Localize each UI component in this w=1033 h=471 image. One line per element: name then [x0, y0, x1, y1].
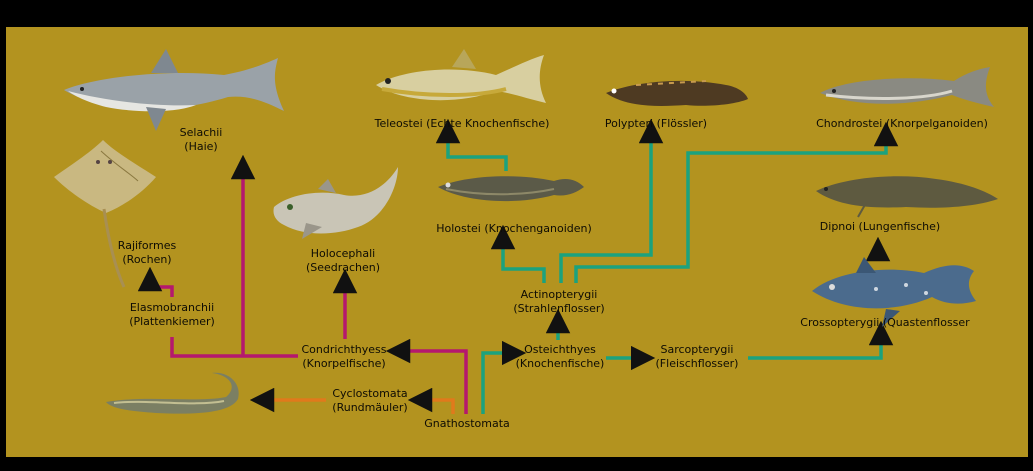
node-elasmobranchii: Elasmobranchii (Plattenkiemer) — [122, 301, 222, 329]
link-actinopterygii-polypteri — [561, 131, 651, 283]
teleostei-name: Teleostei (Echte Knochenfische) — [367, 117, 557, 131]
sarcopterygii-common: (Fleischflosser) — [647, 357, 747, 371]
node-holocephali: Holocephali (Seedrachen) — [298, 247, 388, 275]
node-osteichthyes: Osteichthyes (Knochenfische) — [512, 343, 608, 371]
holocephali-common: (Seedrachen) — [298, 261, 388, 275]
link-actinopterygii-chondrostei — [576, 134, 886, 283]
cyclostomata-common: (Rundmäuler) — [322, 401, 418, 415]
condrichthyes-name: Condrichthyess — [294, 343, 394, 357]
node-actinopterygii: Actinopterygii (Strahlenflosser) — [509, 288, 609, 316]
selachii-name: Selachii — [166, 126, 236, 140]
link-gnathostomata-osteichthyes — [483, 353, 514, 414]
holocephali-name: Holocephali — [298, 247, 388, 261]
osteichthyes-branch — [448, 131, 886, 414]
node-teleostei: Teleostei (Echte Knochenfische) — [367, 117, 557, 131]
link-holostei-teleostei — [448, 131, 506, 171]
node-condrichthyes: Condrichthyess (Knorpelfische) — [294, 343, 394, 371]
node-sarcopterygii: Sarcopterygii (Fleischflosser) — [647, 343, 747, 371]
node-cyclostomata: Cyclostomata (Rundmäuler) — [322, 387, 418, 415]
gnathostomata-name: Gnathostomata — [417, 417, 517, 431]
cyclostomata-name: Cyclostomata — [322, 387, 418, 401]
node-rajiformes: Rajiformes (Rochen) — [107, 239, 187, 267]
osteichthyes-name: Osteichthyes — [512, 343, 608, 357]
elasmobranchii-name: Elasmobranchii — [122, 301, 222, 315]
node-gnathostomata: Gnathostomata — [417, 417, 517, 431]
actinopterygii-common: (Strahlenflosser) — [509, 302, 609, 316]
osteichthyes-common: (Knochenfische) — [512, 357, 608, 371]
link-elasmobranchii-rajiformes — [150, 279, 172, 297]
elasmobranchii-common: (Plattenkiemer) — [122, 315, 222, 329]
holostei-name: Holostei (Knochenganoiden) — [430, 222, 598, 236]
node-crossopterygii: Crossopterygii (Quastenflosser — [796, 316, 974, 330]
phylogeny-panel: Selachii (Haie) Rajiformes (Rochen) Elas… — [6, 27, 1028, 457]
selachii-common: (Haie) — [166, 140, 236, 154]
polypteri-name: Polypteri (Flössler) — [596, 117, 716, 131]
rajiformes-name: Rajiformes — [107, 239, 187, 253]
actinopterygii-name: Actinopterygii — [509, 288, 609, 302]
node-holostei: Holostei (Knochenganoiden) — [430, 222, 598, 236]
node-dipnoi: Dipnoi (Lungenfische) — [810, 220, 950, 234]
rajiformes-common: (Rochen) — [107, 253, 187, 267]
link-actinopterygii-holostei — [503, 237, 544, 283]
crossopterygii-name: Crossopterygii (Quastenflosser — [796, 316, 974, 330]
node-chondrostei: Chondrostei (Knorpelganoiden) — [812, 117, 992, 131]
link-condrichthyes-elasmobranchii — [172, 337, 298, 356]
node-polypteri: Polypteri (Flössler) — [596, 117, 716, 131]
condrichthyes-common: (Knorpelfische) — [294, 357, 394, 371]
node-selachii: Selachii (Haie) — [166, 126, 236, 154]
chondrostei-name: Chondrostei (Knorpelganoiden) — [812, 117, 992, 131]
dipnoi-name: Dipnoi (Lungenfische) — [810, 220, 950, 234]
link-sarcopterygii-crossopterygii — [748, 333, 881, 358]
sarcopterygii-name: Sarcopterygii — [647, 343, 747, 357]
condrichthyes-branch — [150, 167, 466, 414]
link-gnathostomata-cyclostomata — [420, 400, 453, 414]
